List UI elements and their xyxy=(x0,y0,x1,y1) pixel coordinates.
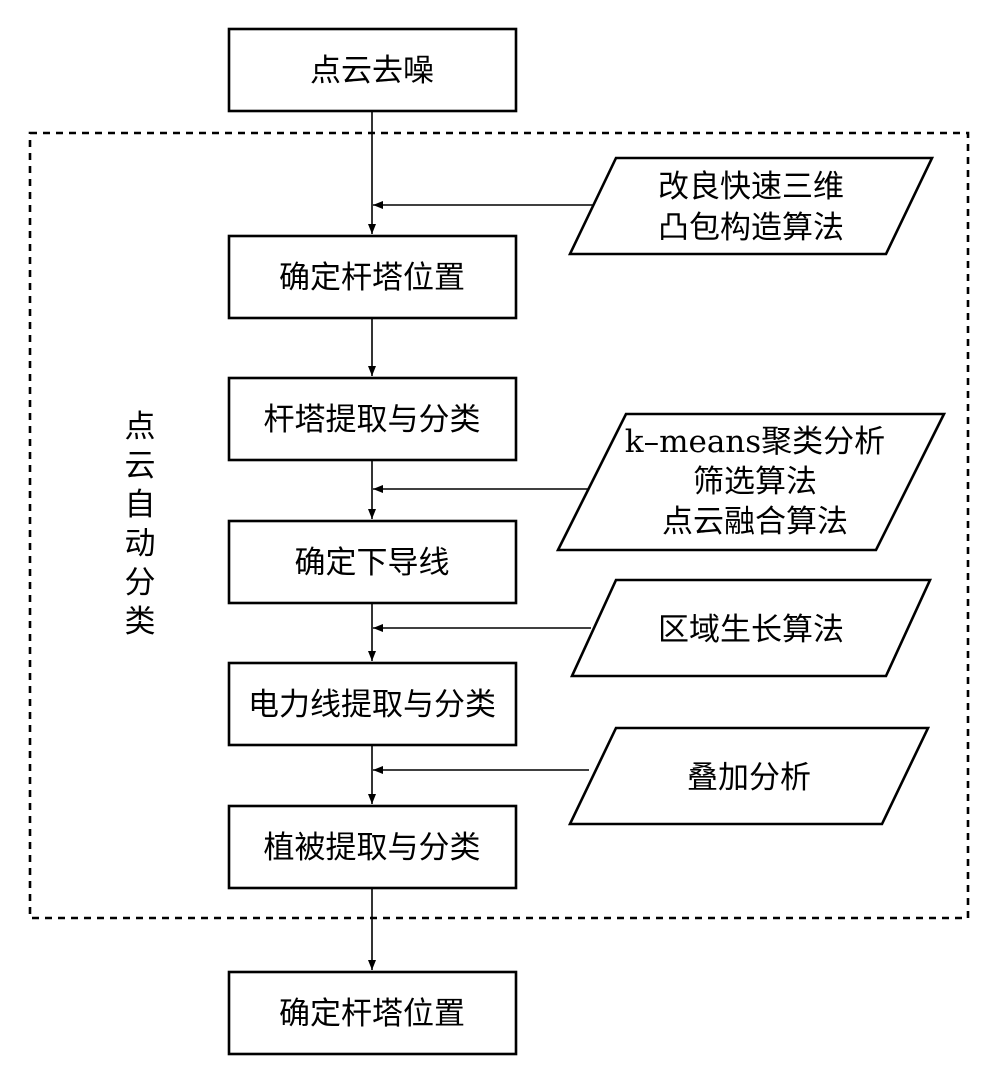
process-box-determine-lower-conductor: 确定下导线 xyxy=(227,519,518,605)
input-parallelogram-convex-hull: 改良快速三维 凸包构造算法 xyxy=(567,156,935,256)
input-label-line: 改良快速三维 xyxy=(658,169,844,205)
input-parallelogram-kmeans: k–means聚类分析 筛选算法 点云融合算法 xyxy=(555,412,947,552)
process-label: 植被提取与分类 xyxy=(264,830,481,866)
group-label-char-1: 点 xyxy=(125,409,156,445)
input-label-line: 区域生长算法 xyxy=(658,612,844,648)
process-box-tower-extraction: 杆塔提取与分类 xyxy=(227,376,518,462)
process-label: 确定杆塔位置 xyxy=(279,260,465,296)
process-label: 确定下导线 xyxy=(295,545,450,581)
input-parallelogram-overlay-analysis: 叠加分析 xyxy=(567,726,931,826)
process-box-determine-tower-position: 确定杆塔位置 xyxy=(227,234,518,320)
input-label-line: 筛选算法 xyxy=(693,464,817,500)
process-label: 确定杆塔位置 xyxy=(279,996,465,1032)
group-label-char-3: 自 xyxy=(125,487,156,523)
input-label-line: 叠加分析 xyxy=(687,760,811,796)
auto-classification-group-border xyxy=(28,131,970,920)
auto-classification-group-label: 点 云 自 动 分 类 xyxy=(125,409,156,640)
process-box-denoise: 点云去噪 xyxy=(227,27,518,113)
process-label: 点云去噪 xyxy=(310,53,434,89)
group-label-char-2: 云 xyxy=(125,448,156,484)
process-box-final-tower-position: 确定杆塔位置 xyxy=(227,970,518,1056)
input-label-line: 点云融合算法 xyxy=(662,504,848,540)
process-box-powerline-extraction: 电力线提取与分类 xyxy=(227,661,518,747)
process-box-vegetation-extraction: 植被提取与分类 xyxy=(227,804,518,890)
process-label: 电力线提取与分类 xyxy=(248,687,496,723)
process-label: 杆塔提取与分类 xyxy=(264,402,481,438)
input-label-line: k–means聚类分析 xyxy=(625,424,885,460)
input-label-line: 凸包构造算法 xyxy=(658,210,844,246)
input-parallelogram-region-growing: 区域生长算法 xyxy=(569,578,933,678)
group-label-char-6: 类 xyxy=(125,604,156,640)
group-label-char-4: 动 xyxy=(125,526,156,562)
group-label-char-5: 分 xyxy=(125,565,156,601)
